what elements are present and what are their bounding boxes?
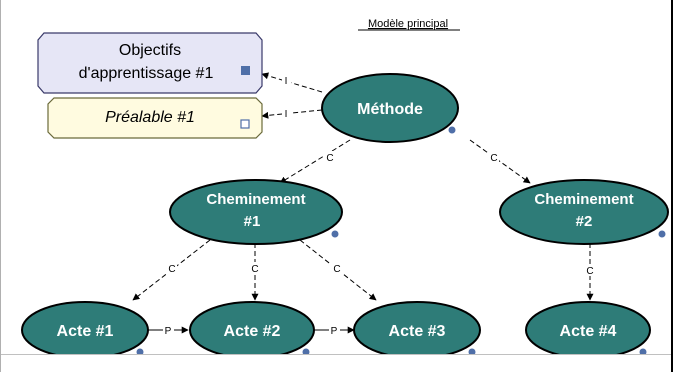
node-chem2-line1: Cheminement xyxy=(534,191,633,208)
link-methode-chem1[interactable] xyxy=(279,139,351,184)
node-acte3[interactable]: Acte #3 xyxy=(353,301,481,359)
expand-icon[interactable] xyxy=(447,125,457,135)
node-methode[interactable]: Méthode xyxy=(321,73,459,143)
link-methode-prealable[interactable] xyxy=(261,109,323,119)
bottom-scroll-edge xyxy=(0,354,673,373)
canvas-right-border xyxy=(671,0,673,372)
node-chem2-line2: #2 xyxy=(576,213,593,230)
link-label-acte1-acte2: P xyxy=(165,326,172,337)
node-acte3-label: Acte #3 xyxy=(389,323,446,340)
prerequisite-marker-icon xyxy=(240,119,250,129)
canvas-left-border xyxy=(0,0,1,372)
link-label-methode-chem2: C xyxy=(490,153,497,164)
link-label-chem2-acte4: C xyxy=(586,266,593,277)
node-prealable[interactable]: Préalable #1 xyxy=(47,97,263,139)
node-prealable-label: Préalable #1 xyxy=(105,109,195,126)
node-chem1-line1: Cheminement xyxy=(206,191,305,208)
node-acte2[interactable]: Acte #2 xyxy=(189,301,315,359)
node-objectif-line1: Objectifs xyxy=(119,42,181,59)
link-label-methode-chem1: C xyxy=(326,153,333,164)
node-acte1-label: Acte #1 xyxy=(57,323,114,340)
node-objectif[interactable]: Objectifs d'apprentissage #1 xyxy=(37,32,263,94)
link-methode-chem2[interactable] xyxy=(469,139,531,184)
link-labels: I I C C C C C C P P xyxy=(163,74,596,337)
node-acte4-label: Acte #4 xyxy=(560,323,617,340)
diagram-title: Modèle principal xyxy=(368,18,448,30)
expand-icon[interactable] xyxy=(330,229,340,239)
node-chem1-line2: #1 xyxy=(244,213,261,230)
node-chem2[interactable]: Cheminement #2 xyxy=(499,179,669,245)
link-label-chem1-acte3: C xyxy=(333,264,340,275)
link-methode-objectif[interactable] xyxy=(261,72,323,93)
link-label-methode-objectif: I xyxy=(285,76,288,87)
node-acte2-label: Acte #2 xyxy=(224,323,281,340)
node-objectif-line2: d'apprentissage #1 xyxy=(79,65,214,82)
node-chem1[interactable]: Cheminement #1 xyxy=(169,179,343,245)
expand-icon[interactable] xyxy=(657,229,667,239)
competence-marker-icon xyxy=(241,66,250,75)
link-label-methode-prealable: I xyxy=(285,109,288,120)
link-label-chem1-acte1: C xyxy=(168,264,175,275)
link-label-acte2-acte3: P xyxy=(331,326,338,337)
node-acte1[interactable]: Acte #1 xyxy=(21,301,149,359)
link-label-chem1-acte2: C xyxy=(251,264,258,275)
node-acte4[interactable]: Acte #4 xyxy=(525,301,651,359)
node-methode-label: Méthode xyxy=(357,101,423,118)
